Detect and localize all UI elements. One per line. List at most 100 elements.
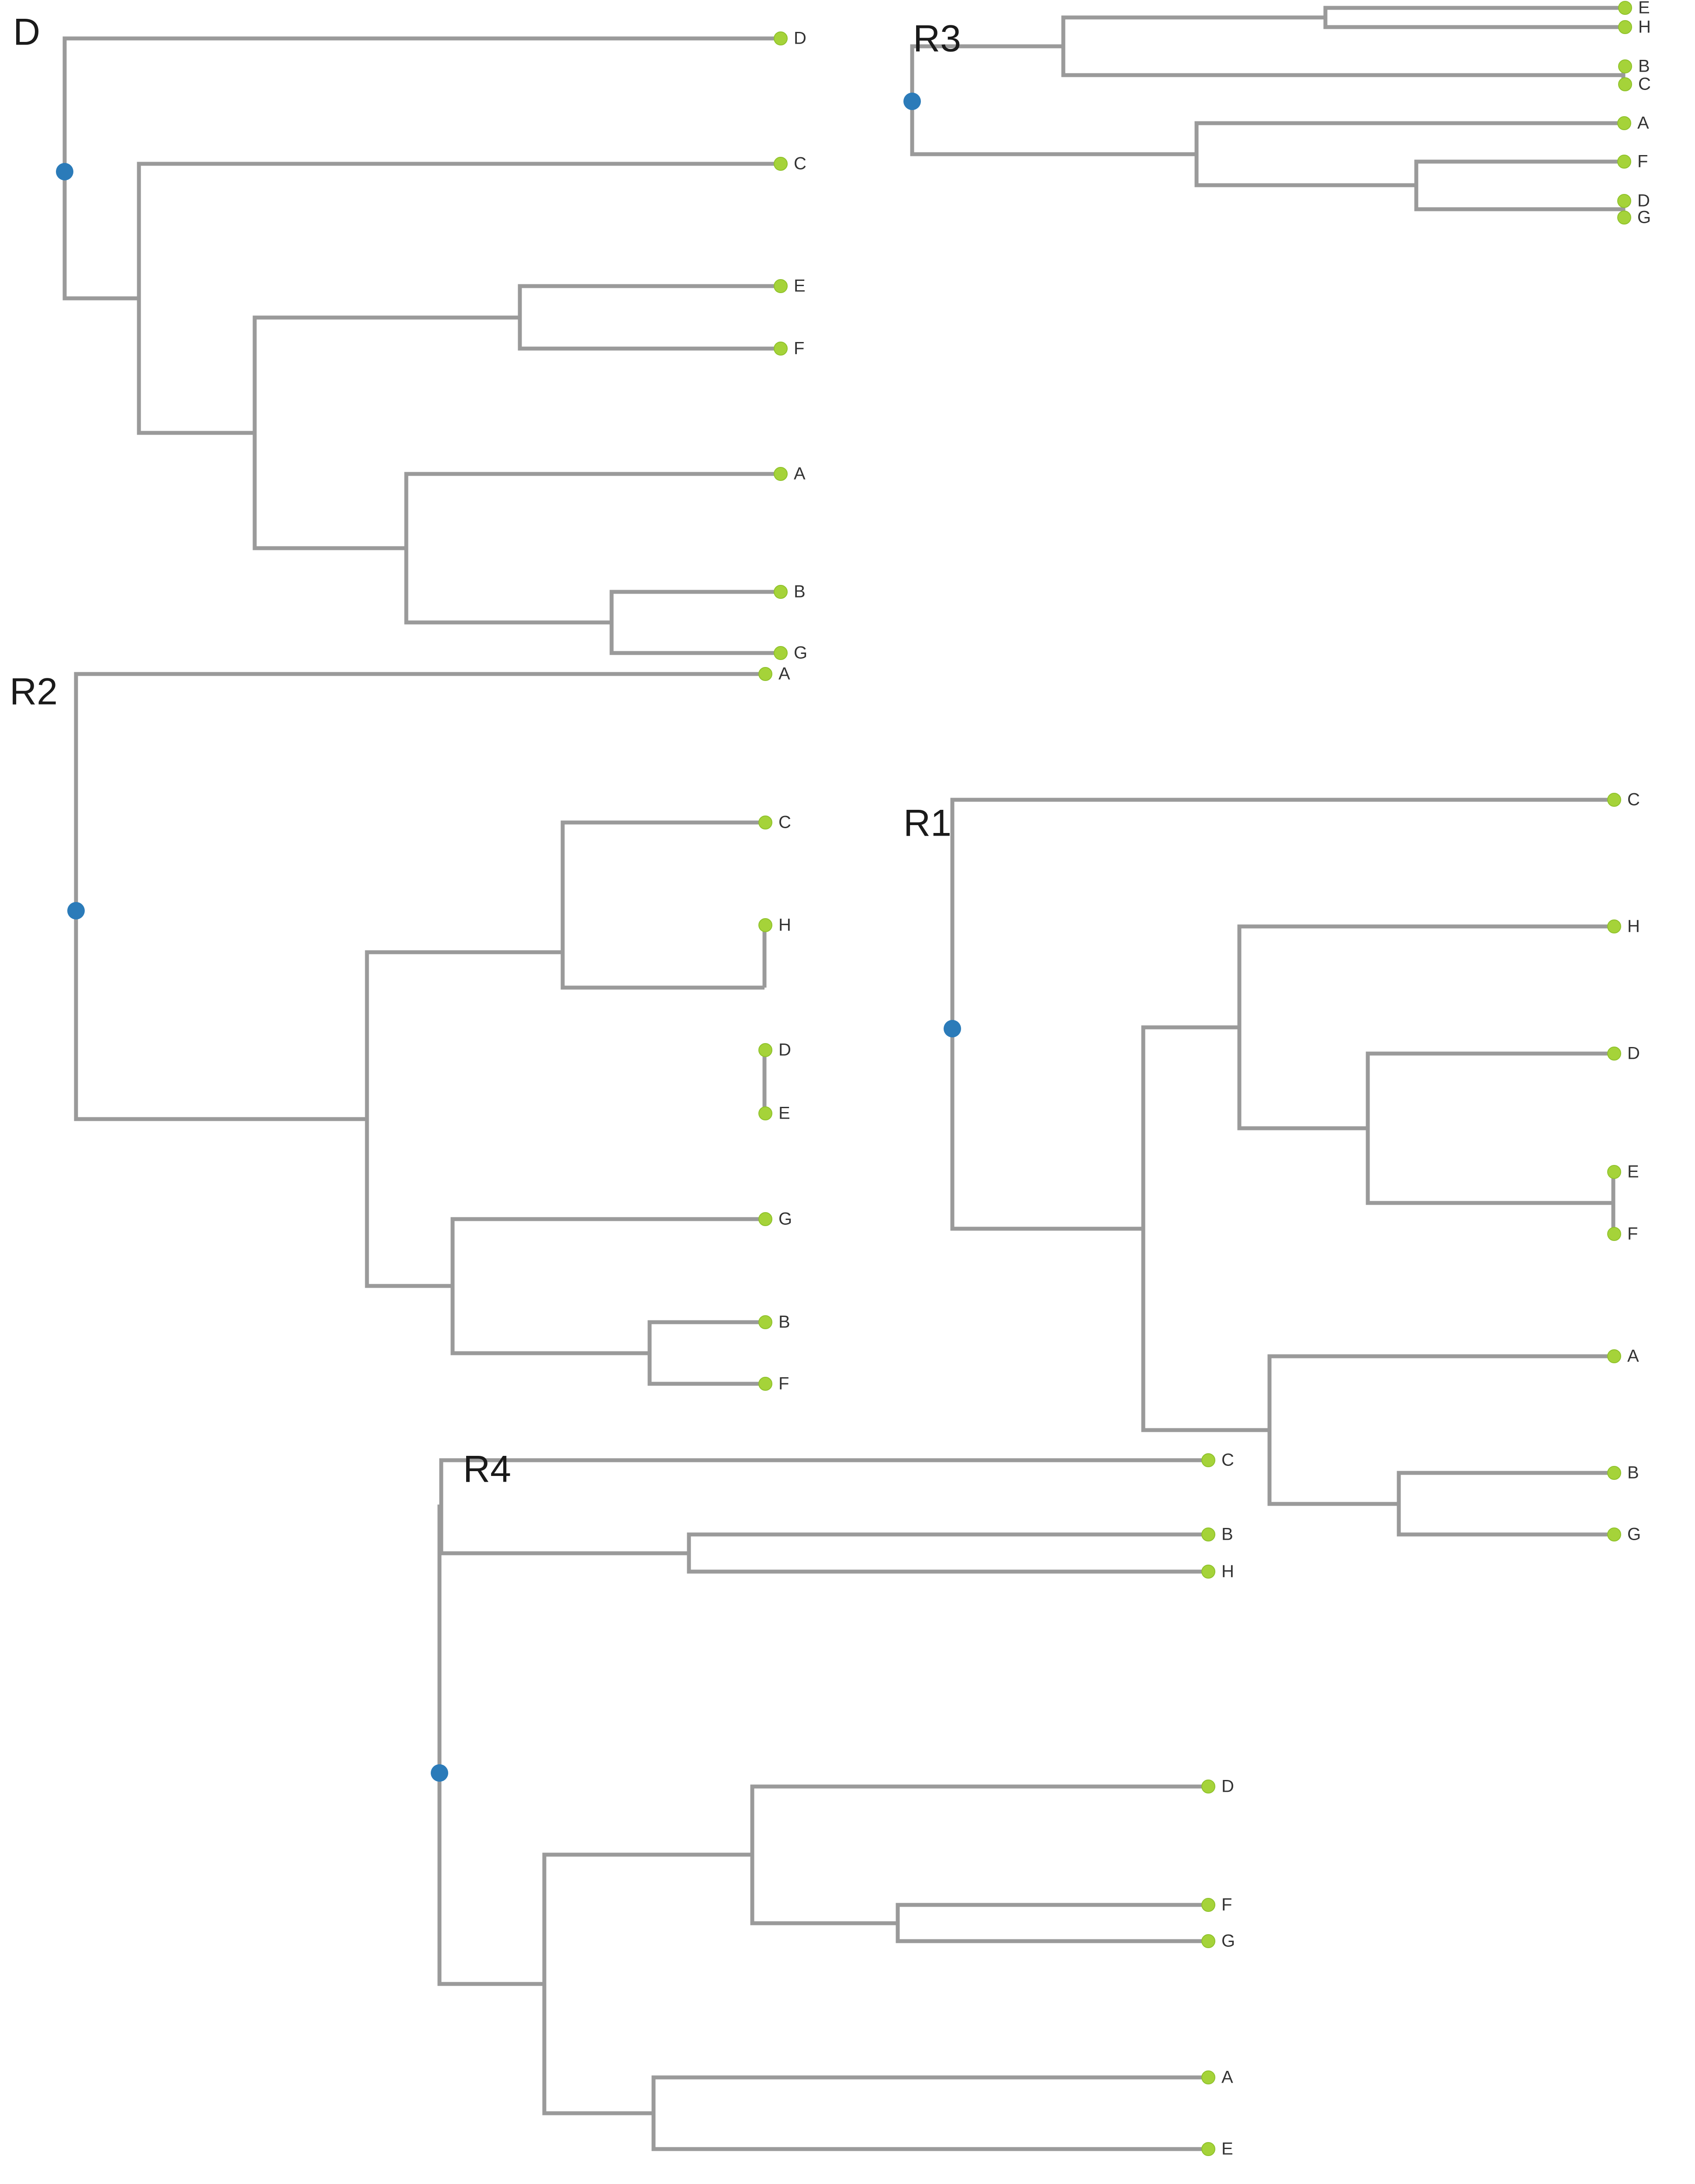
tree-title-r3: R3 [913,18,961,60]
tree-branch [896,1903,1208,1923]
tree-branch [609,622,781,655]
leaf-node-c[interactable] [1607,793,1621,807]
leaf-label-f: F [1627,1224,1638,1244]
tree-branch [750,1784,1208,1855]
leaf-node-b[interactable] [758,1315,772,1329]
leaf-node-h[interactable] [1607,919,1621,933]
root-node[interactable] [56,163,73,180]
tree-branch [1267,1354,1614,1430]
tree-branch [253,315,520,433]
leaf-label-c: C [1221,1451,1234,1470]
leaf-label-c: C [794,154,806,173]
leaf-node-e[interactable] [758,1106,772,1120]
leaf-label-b: B [1627,1463,1639,1482]
leaf-node-e[interactable] [1607,1165,1621,1179]
leaf-label-d: D [1221,1777,1234,1796]
tree-branch [450,1286,650,1355]
tree-branch [137,162,781,298]
leaf-node-g[interactable] [1607,1527,1621,1541]
leaf-node-c[interactable] [774,157,788,171]
tree-branch [253,433,406,550]
tree-branch [439,1458,1208,1507]
leaf-label-h: H [778,916,791,935]
tree-branch [1323,6,1625,17]
tree-branch [651,2113,1208,2151]
root-node[interactable] [903,93,921,110]
leaf-node-d[interactable] [774,31,788,45]
tree-branch [750,1855,898,1925]
leaf-label-h: H [1221,1562,1234,1581]
tree-branch [560,952,764,990]
tree-branch [609,590,781,622]
leaf-node-g[interactable] [1617,211,1631,225]
leaf-node-d[interactable] [1617,194,1631,208]
tree-title-d: D [13,11,40,53]
tree-branch [1366,1128,1613,1205]
leaf-node-a[interactable] [1607,1349,1621,1363]
leaf-label-a: A [778,664,790,684]
tree-branch [1267,1430,1399,1506]
tree-branch [450,1217,765,1286]
tree-branch [651,2075,1208,2113]
leaf-node-d[interactable] [1607,1047,1621,1061]
root-node[interactable] [431,1764,448,1782]
tree-branch [404,548,612,625]
leaf-node-a[interactable] [1617,116,1631,130]
leaf-node-b[interactable] [1607,1466,1621,1480]
leaf-label-b: B [1638,57,1650,76]
tree-branch [404,472,781,548]
root-node[interactable] [67,902,85,919]
leaf-label-a: A [1637,114,1649,133]
leaf-node-f[interactable] [774,342,788,356]
tree-branch [74,672,765,911]
leaf-node-a[interactable] [1201,2070,1215,2084]
leaf-node-h[interactable] [1201,1565,1215,1579]
leaf-node-c[interactable] [1201,1453,1215,1467]
tree-branch [365,1119,453,1288]
leaf-node-b[interactable] [1618,59,1632,73]
leaf-label-a: A [794,464,806,484]
tree-branch [1061,15,1325,46]
leaf-label-d: D [794,29,806,48]
leaf-node-g[interactable] [774,646,788,660]
tree-branch [950,1029,1143,1231]
tree-branch [437,1504,442,1773]
leaf-node-e[interactable] [774,279,788,293]
root-node[interactable] [944,1020,961,1037]
leaf-node-f[interactable] [1617,155,1631,169]
leaf-label-b: B [778,1313,790,1332]
tree-branch [1237,924,1614,1027]
leaf-node-c[interactable] [758,816,772,829]
tree-branch [62,36,781,172]
leaf-label-a: A [1221,2068,1233,2087]
leaf-node-a[interactable] [774,467,788,481]
leaf-node-d[interactable] [758,1043,772,1057]
tree-title-r2: R2 [10,671,58,713]
leaf-label-f: F [794,339,804,358]
leaf-node-e[interactable] [1618,1,1632,15]
leaf-node-h[interactable] [758,918,772,932]
tree-branch [950,798,1614,1029]
leaf-node-d[interactable] [1201,1780,1215,1794]
leaf-label-e: E [778,1104,790,1123]
leaf-node-a[interactable] [758,667,772,681]
leaf-label-b: B [794,582,806,601]
tree-branch [910,44,1063,101]
tree-branch [647,1353,765,1386]
leaf-node-b[interactable] [774,585,788,599]
tree-branch [439,1507,689,1555]
leaf-node-f[interactable] [1607,1227,1621,1241]
leaf-node-g[interactable] [758,1212,772,1226]
leaf-node-h[interactable] [1618,20,1632,34]
leaf-label-e: E [1627,1162,1639,1182]
leaf-node-e[interactable] [1201,2142,1215,2156]
tree-branch [687,1532,1208,1553]
leaf-node-g[interactable] [1201,1934,1215,1948]
leaf-node-c[interactable] [1618,77,1632,91]
leaf-node-f[interactable] [758,1377,772,1391]
leaf-node-b[interactable] [1201,1527,1215,1541]
leaf-node-f[interactable] [1201,1898,1215,1912]
